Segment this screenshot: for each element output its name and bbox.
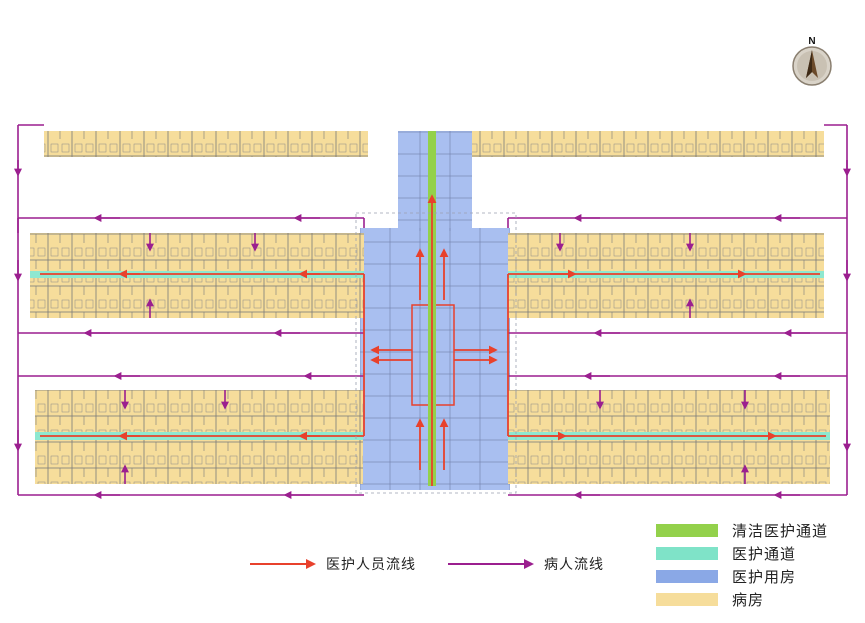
north-compass: N <box>790 34 834 94</box>
ward-block-lower-left <box>35 390 363 484</box>
ward-strip-top-right <box>470 131 824 157</box>
legend-clean-corridor: 清洁医护通道 <box>656 520 828 541</box>
legend-swatch-medical-rooms <box>656 570 718 583</box>
legend-ward-label: 病房 <box>732 591 765 609</box>
ward-block-upper-left <box>30 233 364 318</box>
patient-flow-arrow-icon <box>448 559 534 569</box>
legend-staff-flow: 医护人员流线 <box>248 554 416 574</box>
legend-staff-flow-label: 医护人员流线 <box>326 557 416 573</box>
ward-block-lower-right <box>508 390 830 484</box>
compass-icon: N <box>792 36 832 86</box>
legend-medical-corridor: 医护通道 <box>656 543 796 564</box>
compass-north-label: N <box>808 36 815 47</box>
patient-flow-lines <box>14 124 851 499</box>
legend-medical-rooms-label: 医护用房 <box>732 568 797 586</box>
legend-patient-flow: 病人流线 <box>446 554 604 574</box>
legend-clean-corridor-label: 清洁医护通道 <box>732 522 829 540</box>
legend-medical-corridor-label: 医护通道 <box>732 545 797 563</box>
legend-swatch-clean-corridor <box>656 524 718 537</box>
legend-swatch-medical-corridor <box>656 547 718 560</box>
spine-outline <box>355 212 517 494</box>
ward-block-upper-right <box>508 233 824 318</box>
legend-patient-flow-label: 病人流线 <box>544 557 604 573</box>
staff-flow-arrow-icon <box>250 559 316 569</box>
staff-flow-lines <box>40 194 826 486</box>
legend-swatch-ward <box>656 593 718 606</box>
legend-medical-rooms: 医护用房 <box>656 566 796 587</box>
ward-strip-top-left <box>44 131 368 157</box>
legend-ward: 病房 <box>656 589 764 610</box>
